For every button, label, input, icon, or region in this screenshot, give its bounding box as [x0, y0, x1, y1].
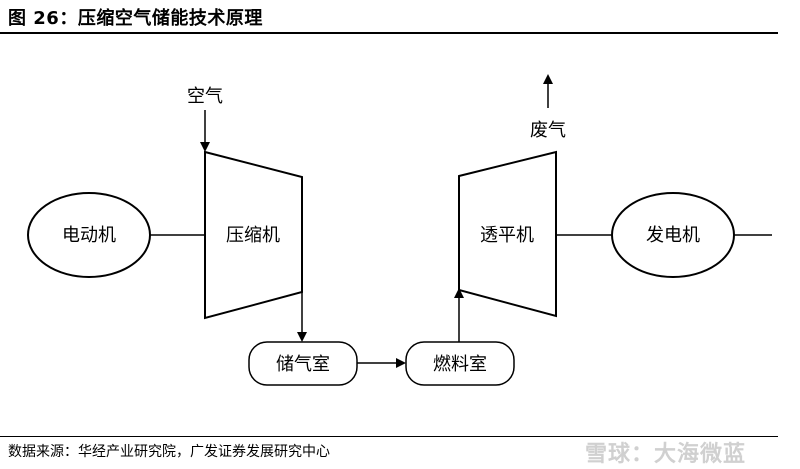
storage-label: 储气室 [276, 354, 330, 375]
figure-title: 图 26：压缩空气储能技术原理 [8, 8, 263, 29]
source-note: 数据来源：华经产业研究院，广发证券发展研究中心 [8, 444, 330, 460]
turbine-node [458, 150, 557, 318]
top-divider [0, 32, 778, 34]
watermark: 雪球：大海微蓝 [585, 442, 747, 467]
turbine-label: 透平机 [480, 225, 534, 246]
combustion-node [405, 341, 515, 386]
compressor-label: 压缩机 [226, 225, 280, 246]
motor-label: 电动机 [62, 225, 116, 246]
air-label: 空气 [187, 86, 223, 107]
bottom-divider [0, 436, 778, 437]
exhaust-label: 废气 [530, 120, 566, 141]
generator-label: 发电机 [646, 225, 700, 246]
combustion-label: 燃料室 [433, 354, 487, 375]
